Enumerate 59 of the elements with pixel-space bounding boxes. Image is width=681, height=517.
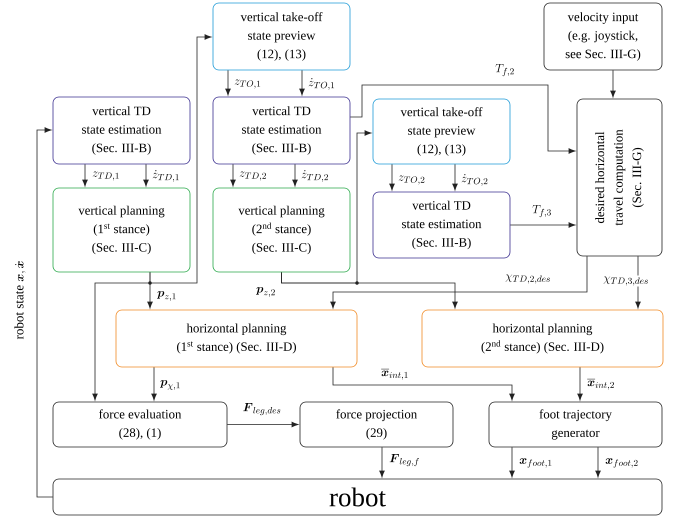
arrow [151,367,157,400]
process-box: vertical TD state estimation (Sec. III-B) [372,192,510,258]
arrow [577,367,583,400]
process-box: desired horizontal travel computation (Sec. III-G) [576,98,662,256]
edge-label: $\boldsymbol{F}_{leg,des}$ [242,402,282,416]
edge-label: $z_{TD,1}$ [91,170,121,182]
arrow [292,164,298,186]
robot-box: robot [52,478,662,516]
edge-label: $\chi_{TD,2,des}$ [504,273,552,285]
arrow [281,272,458,308]
process-box: vertical planning (2$^{nd}$ stance) (Sec. III-C) [212,188,350,272]
edge-label: $\boldsymbol{x}_{foot,2}$ [604,457,640,469]
arrow [610,70,616,98]
process-box: foot trajectory generator [488,402,662,448]
arrow [389,164,395,190]
edge-label: $z_{TO,1}$ [233,78,262,90]
arrow [330,256,588,308]
arrow [230,164,236,186]
edge-label: $\dot{z}_{TD,2}$ [300,169,330,183]
arrow [509,447,515,478]
edge-label: $\dot{z}_{TD,1}$ [151,169,181,183]
arrow [225,70,231,96]
process-box: vertical TD state estimation (Sec. III-B) [52,96,190,164]
edge-label: $\overline{\boldsymbol{x}}_{int,2}$ [586,377,616,391]
edge-label: $T_{f,2}$ [494,62,516,78]
arrow [332,367,515,400]
process-box: horizontal planning (1$^{st}$ stance) (Sec. III-D) [116,310,358,368]
arrow [82,164,88,186]
edge-label: $\overline{\boldsymbol{x}}_{int,1}$ [380,367,410,381]
edge-label: $\dot{z}_{TO,2}$ [460,173,490,187]
edge-label: $T_{f,3}$ [531,204,553,218]
input-box: velocity input (e.g. joystick, see Sec. III-G) [544,2,662,70]
arrow [299,70,305,96]
edge-label: $\boldsymbol{p}_{\chi,1}$ [159,379,182,391]
edge-label: $\boldsymbol{p}_{z,1}$ [156,290,178,302]
edge-label: $\boldsymbol{F}_{leg,f}$ [388,452,421,468]
arrow [350,84,576,154]
edge-label: $\boldsymbol{p}_{z,2}$ [255,286,277,298]
arrow [595,447,601,478]
edge-label: $\boldsymbol{x}_{foot,1}$ [518,457,554,469]
process-box: force projection (29) [300,402,454,448]
process-box: horizontal planning (2$^{nd}$ stance) (Sec. III-D) [422,310,664,368]
arrow [143,164,149,186]
arrow [452,164,458,190]
edge-label: $\chi_{TD,3,des}$ [602,275,650,287]
arrow [36,127,53,498]
edge-label: $z_{TD,2}$ [238,170,268,182]
arrow [150,34,212,284]
process-box: force evaluation (28), (1) [52,402,228,448]
edge-label: $\text{robot state }\boldsymbol{x},\dot{\boldsymbol{x}}$ [13,260,27,340]
edge-label: $\dot{z}_{TO,1}$ [307,77,336,91]
process-box: vertical take-off state preview (12), (13) [212,2,350,70]
edge-label: $z_{TO,2}$ [397,174,426,186]
process-box: vertical take-off state preview (12), (13) [372,98,510,164]
process-box: vertical TD state estimation (Sec. III-B) [212,96,350,164]
arrow [510,222,576,228]
arrow [227,422,298,428]
arrow [379,447,385,478]
process-box: vertical planning (1$^{st}$ stance) (Sec. III-C) [52,188,190,272]
